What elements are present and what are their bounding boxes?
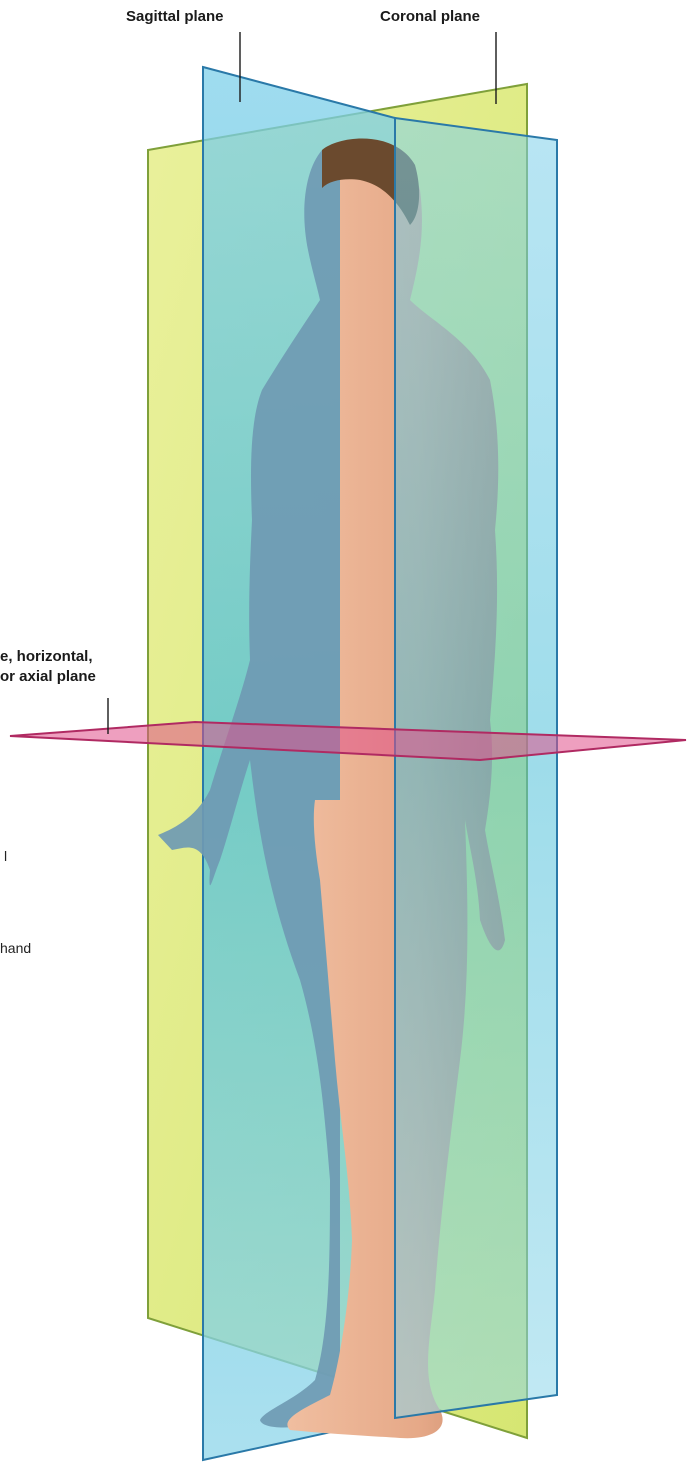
coronal-plane-label: Coronal plane [380,8,480,25]
cropped-text-fragment-l: l [4,848,7,864]
cropped-text-fragment-hand: hand [0,940,31,956]
sagittal-plane-label: Sagittal plane [126,8,224,25]
sagittal-plane-front [395,118,557,1418]
transverse-plane-label-line2: or axial plane [0,668,96,685]
transverse-plane-label-line1: e, horizontal, [0,648,93,665]
